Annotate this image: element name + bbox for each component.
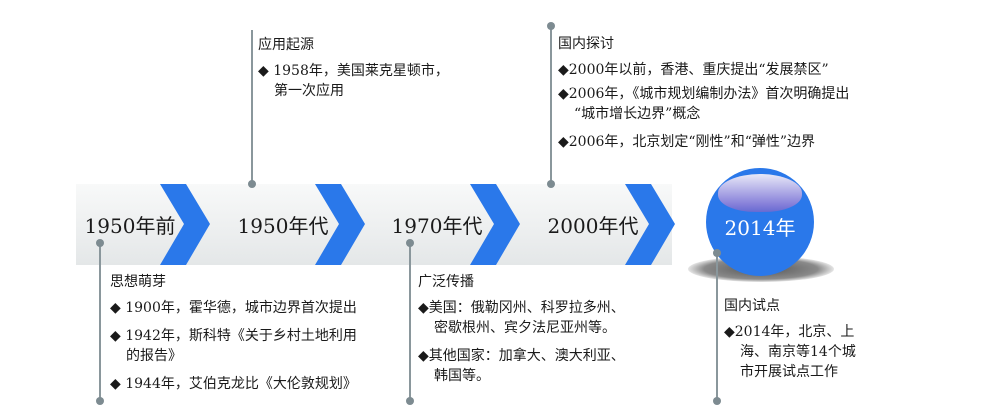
connector-dot bbox=[713, 397, 721, 405]
highlight-circle-2014: 2014年 bbox=[706, 168, 814, 276]
connector-line bbox=[550, 24, 552, 184]
chevron-arrow-icon bbox=[160, 184, 210, 265]
list-item: ◆2006年，北京划定“刚性”和“弹性”边界 bbox=[558, 132, 849, 152]
item-text: ◆ 1944年，艾伯克龙比《大伦敦规划》 bbox=[110, 376, 357, 392]
block-idea: 思想萌芽 ◆ 1900年，霍华德，城市边界首次提出 ◆ 1942年，斯科特《关于… bbox=[110, 272, 357, 402]
item-text: ◆2006年，《城市规划编制办法》首次明确提出 bbox=[558, 86, 850, 102]
connector-line bbox=[409, 243, 411, 401]
item-text: ◆ 1942年，斯科特《关于乡村土地利用 bbox=[110, 328, 357, 344]
era-label-1970s: 1970年代 bbox=[391, 214, 483, 238]
item-text: 韩国等。 bbox=[434, 368, 490, 384]
block-title: 应用起源 bbox=[258, 37, 314, 53]
block-origin: 应用起源 ◆ 1958年，美国莱克星顿市， 第一次应用 bbox=[258, 35, 449, 109]
connector-dot bbox=[406, 239, 414, 247]
connector-dot bbox=[406, 397, 414, 405]
list-item: ◆2006年，《城市规划编制办法》首次明确提出 “城市增长边界”概念 bbox=[558, 84, 849, 124]
item-text: ◆美国：俄勒冈州、科罗拉多州、 bbox=[418, 300, 625, 316]
item-text: ◆ 1958年，美国莱克星顿市， bbox=[258, 63, 449, 79]
block-title: 国内探讨 bbox=[558, 36, 614, 52]
era-label-2000s: 2000年代 bbox=[547, 214, 639, 238]
item-text: 第一次应用 bbox=[274, 83, 344, 99]
block-title: 国内试点 bbox=[724, 298, 780, 314]
item-text: 市开展试点工作 bbox=[740, 364, 838, 380]
chevron-arrow-icon bbox=[315, 184, 365, 265]
block-title: 思想萌芽 bbox=[110, 274, 166, 290]
list-item: ◆ 1958年，美国莱克星顿市， 第一次应用 bbox=[258, 61, 449, 101]
connector-line bbox=[716, 252, 718, 401]
list-item: ◆2000年以前，香港、重庆提出“发展禁区” bbox=[558, 60, 849, 80]
item-text: “城市增长边界”概念 bbox=[574, 106, 701, 122]
circle-gloss bbox=[718, 174, 802, 212]
item-text: ◆2014年，北京、上 bbox=[724, 324, 855, 340]
connector-line bbox=[251, 30, 253, 184]
connector-dot bbox=[547, 22, 555, 30]
item-text: ◆2000年以前，香港、重庆提出“发展禁区” bbox=[558, 62, 829, 78]
era-label-1950s: 1950年代 bbox=[237, 214, 329, 238]
item-text: 密歇根州、宾夕法尼亚州等。 bbox=[434, 320, 616, 336]
list-item: ◆其他国家：加拿大、澳大利亚、韩国等。 bbox=[418, 346, 625, 386]
list-item: ◆2014年，北京、上海、南京等14个城市开展试点工作 bbox=[724, 322, 856, 382]
item-text: ◆其他国家：加拿大、澳大利亚、 bbox=[418, 348, 625, 364]
list-item: ◆ 1944年，艾伯克龙比《大伦敦规划》 bbox=[110, 374, 357, 394]
list-item: ◆ 1942年，斯科特《关于乡村土地利用的报告》 bbox=[110, 326, 357, 366]
connector-dot bbox=[96, 397, 104, 405]
chevron-arrow-icon bbox=[470, 184, 520, 265]
block-pilot: 国内试点 ◆2014年，北京、上海、南京等14个城市开展试点工作 bbox=[724, 296, 856, 390]
item-text: 海、南京等14个城 bbox=[740, 344, 856, 360]
connector-line bbox=[99, 243, 101, 401]
item-text: ◆2006年，北京划定“刚性”和“弹性”边界 bbox=[558, 134, 816, 150]
item-text: 的报告》 bbox=[126, 348, 182, 364]
chevron-arrow-icon bbox=[625, 184, 675, 265]
list-item: ◆ 1900年，霍华德，城市边界首次提出 bbox=[110, 298, 357, 318]
connector-dot bbox=[248, 180, 256, 188]
connector-dot bbox=[96, 239, 104, 247]
block-spread: 广泛传播 ◆美国：俄勒冈州、科罗拉多州、密歇根州、宾夕法尼亚州等。 ◆其他国家：… bbox=[418, 272, 625, 394]
list-item: ◆美国：俄勒冈州、科罗拉多州、密歇根州、宾夕法尼亚州等。 bbox=[418, 298, 625, 338]
item-text: ◆ 1900年，霍华德，城市边界首次提出 bbox=[110, 300, 357, 316]
block-domestic: 国内探讨 ◆2000年以前，香港、重庆提出“发展禁区” ◆2006年，《城市规划… bbox=[558, 34, 849, 160]
era-label-pre1950: 1950年前 bbox=[84, 214, 176, 238]
block-title: 广泛传播 bbox=[418, 274, 474, 290]
connector-dot bbox=[713, 249, 721, 257]
connector-dot bbox=[547, 180, 555, 188]
highlight-label: 2014年 bbox=[724, 216, 796, 240]
